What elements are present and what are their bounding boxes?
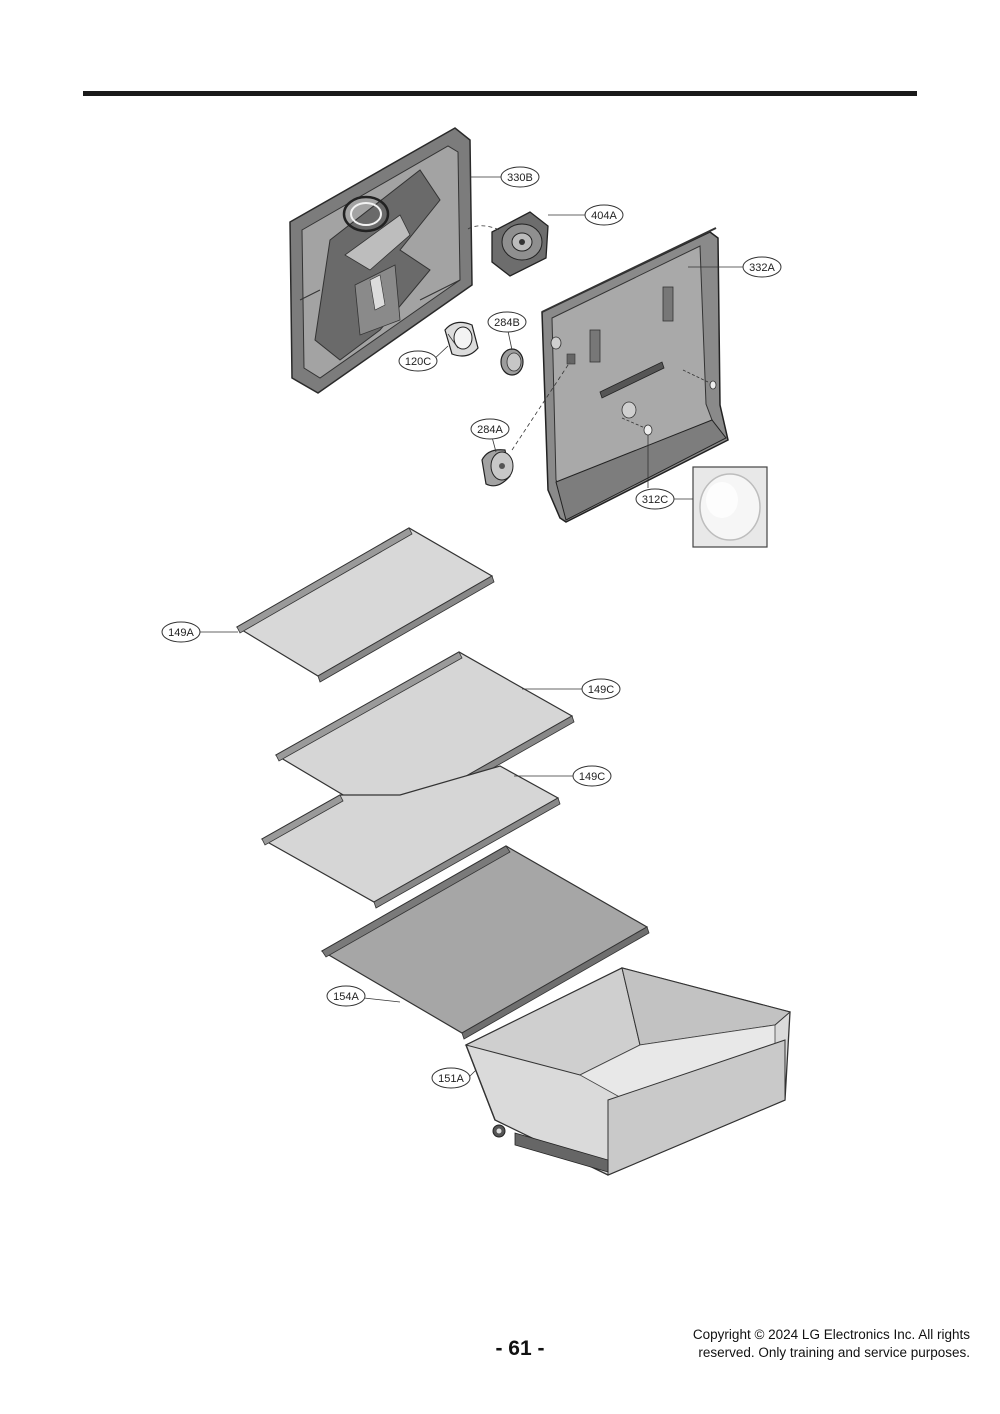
callout-312C: 312C [635,488,675,510]
svg-text:284A: 284A [477,424,503,436]
svg-text:332A: 332A [749,262,775,274]
part-154A-crisper-cover [320,845,650,1040]
callout-149C-lower: 149C [572,765,612,787]
svg-text:149C: 149C [588,684,614,696]
copyright-line-1: Copyright © 2024 LG Electronics Inc. All… [692,1327,970,1342]
svg-text:149A: 149A [168,627,194,639]
callout-284B: 284B [487,311,527,333]
part-284A-damper [481,361,571,487]
part-149A-glass-shelf [235,527,495,683]
part-149C-lower-glass-shelf [260,765,561,909]
callout-leaders [199,176,744,1079]
part-284B-cap [500,348,524,376]
callout-149C-upper: 149C [581,678,621,700]
callout-154A: 154A [326,985,366,1007]
part-404A-fan-motor [467,211,549,277]
callout-284A: 284A [470,418,510,440]
callout-149A: 149A [161,621,201,643]
callout-120C: 120C [398,350,438,372]
svg-text:404A: 404A [591,210,617,222]
copyright-line-2: reserved. Only training and service purp… [698,1345,970,1360]
svg-text:284B: 284B [494,317,520,329]
part-332A-cover-panel [541,227,729,523]
svg-text:120C: 120C [405,356,431,368]
svg-text:330B: 330B [507,172,533,184]
svg-text:312C: 312C [642,494,668,506]
part-330B-fan-housing [289,127,473,394]
part-120C-bracket [444,321,479,357]
top-rule [83,91,917,96]
copyright-notice: Copyright © 2024 LG Electronics Inc. All… [620,1326,970,1362]
callout-151A: 151A [431,1067,471,1089]
part-151A-crisper-drawer [464,967,792,1176]
callout-332A: 332A [742,256,782,278]
part-312C-detail-inset [692,466,768,548]
page-number: - 61 - [495,1337,545,1360]
svg-text:154A: 154A [333,991,359,1003]
svg-text:149C: 149C [579,771,605,783]
callout-330B: 330B [500,166,540,188]
callout-404A: 404A [584,204,624,226]
svg-text:151A: 151A [438,1073,464,1085]
